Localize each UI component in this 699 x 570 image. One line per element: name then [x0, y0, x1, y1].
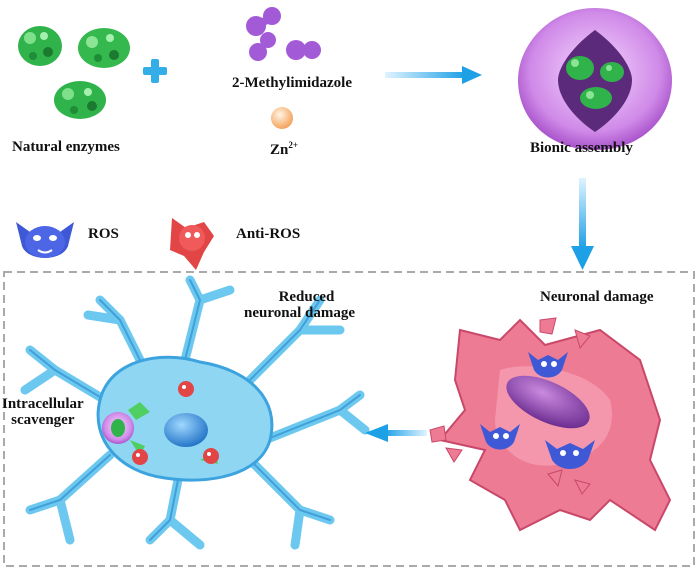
reduced-damage-line2: neuronal damage [244, 304, 355, 321]
bionic-vesicle-icon [518, 8, 672, 150]
neuronal-damage-label: Neuronal damage [540, 289, 654, 305]
reduced-damage-label: Reduced neuronal damage [244, 289, 355, 322]
zinc-symbol: Zn [270, 142, 289, 158]
linker-dumbbell-1 [246, 7, 281, 36]
bionic-assembly-label: Bionic assembly [530, 140, 633, 156]
ros-legend-icon [16, 222, 74, 258]
arrow-right-top [385, 66, 482, 84]
healthy-nucleus [164, 413, 208, 447]
anti-ros-legend-icon [170, 218, 214, 270]
arrow-left [365, 424, 427, 442]
natural-enzymes-label: Natural enzymes [12, 139, 120, 155]
healthy-neuron [20, 275, 370, 550]
damaged-nucleus [506, 375, 590, 429]
zinc-charge: 2+ [288, 140, 298, 150]
linker-dumbbell-2 [249, 32, 276, 61]
ros-creature-1 [528, 352, 568, 378]
anti-ros-legend-label: Anti-ROS [236, 226, 301, 242]
zinc-sphere-icon [271, 107, 293, 129]
bottom-panel-frame [3, 271, 695, 567]
enzyme-cluster-2 [78, 28, 130, 68]
intracellular-scavenger-label: Intracellular scavenger [2, 396, 84, 429]
intracellular-line2: scavenger [11, 411, 75, 428]
ros-creature-2 [480, 424, 520, 450]
reduced-damage-line1: Reduced [278, 289, 335, 305]
ros-legend-label: ROS [88, 226, 119, 242]
arrow-down [571, 178, 594, 270]
enzyme-cluster-1 [18, 26, 62, 66]
methylimidazole-label: 2-Methylimidazole [232, 75, 352, 91]
linker-dumbbell-3 [286, 40, 321, 60]
plus-icon [143, 59, 167, 83]
enzyme-cluster-3 [54, 81, 106, 119]
ros-creature-3 [545, 440, 595, 469]
zinc-label: Zn2+ [270, 140, 298, 159]
intracellular-line1: Intracellular [2, 396, 84, 412]
damaged-neuron [429, 317, 672, 532]
